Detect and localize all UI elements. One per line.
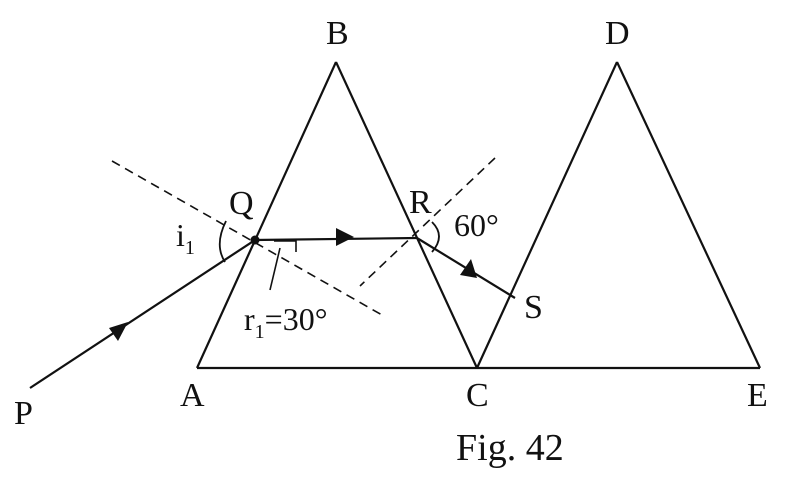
refracted-ray-arrow — [336, 228, 354, 246]
label-c: C — [466, 377, 489, 414]
emergent-angle-arc — [431, 221, 440, 253]
angle-label-i1: i1 — [176, 217, 195, 259]
refraction-angle-marker — [274, 240, 297, 252]
label-q: Q — [229, 185, 254, 222]
prism1-side-ab — [195, 61, 338, 369]
label-r: R — [409, 184, 432, 221]
incidence-angle-arc — [218, 220, 227, 263]
prism2-side-cd — [475, 61, 619, 369]
label-e: E — [747, 377, 768, 414]
label-b: B — [326, 15, 349, 52]
label-p: P — [14, 395, 33, 432]
normal-at-q — [111, 160, 383, 316]
label-d: D — [605, 15, 630, 52]
normal-at-r — [359, 157, 496, 287]
angle-label-r1: r1=30° — [244, 301, 328, 343]
label-s: S — [524, 289, 543, 326]
angle-label-60: 60° — [454, 207, 499, 243]
emergent-ray-arrow — [460, 259, 477, 278]
prism2-side-de — [616, 61, 761, 369]
point-q-dot — [250, 235, 260, 245]
figure-caption: Fig. 42 — [456, 427, 564, 469]
incident-ray-arrow — [109, 322, 128, 341]
prism1-side-bc — [335, 61, 478, 369]
label-a: A — [180, 377, 205, 414]
refraction-angle-tick — [269, 247, 281, 291]
incident-ray — [29, 239, 256, 389]
